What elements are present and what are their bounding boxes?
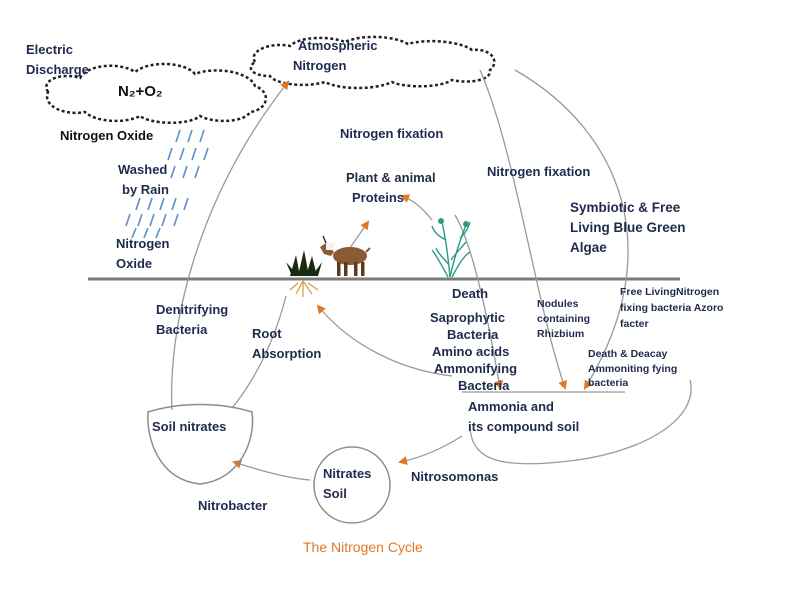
- label-death-decay: Death & Deacay: [588, 348, 668, 360]
- nitrobacter-path: [232, 459, 311, 481]
- label-electric: Electric: [26, 42, 73, 57]
- soil-nitrates-container: [147, 403, 254, 485]
- label-denitrifying-bacteria: Bacteria: [156, 322, 208, 337]
- label-nitrates: Nitrates: [323, 466, 372, 481]
- protein-arrow-plant: [400, 194, 433, 221]
- label-nitrates-soil: Soil: [323, 486, 347, 501]
- label-washed: Washed: [118, 162, 168, 177]
- label-ammonifying: Ammonifying: [434, 361, 518, 376]
- label-containing: containing: [537, 313, 591, 325]
- label-ammonia: Ammonia and: [468, 399, 554, 414]
- label-nitrosomonas: Nitrosomonas: [411, 469, 499, 484]
- goat-icon: [320, 235, 371, 276]
- label-decay-bacteria: bacteria: [588, 377, 629, 389]
- label-nitrogen-oxide-top: Nitrogen Oxide: [60, 128, 154, 143]
- roots-icon: [289, 280, 319, 297]
- label-absorption: Absorption: [252, 346, 322, 361]
- label-algae: Algae: [570, 240, 607, 255]
- label-soil-nitrates: Soil nitrates: [152, 419, 227, 434]
- label-ammoniting: Ammoniting fying: [588, 363, 678, 375]
- label-by-rain: by Rain: [122, 182, 169, 197]
- denitrification-path: [170, 80, 290, 411]
- cloud-icon: [45, 62, 267, 124]
- label-nitrogen-fixation-center: Nitrogen fixation: [340, 126, 444, 141]
- fixation-path-left: [479, 69, 568, 390]
- label-nitrogen-fixation-right: Nitrogen fixation: [487, 164, 591, 179]
- cloud-icon: [249, 35, 496, 90]
- grass-icon: [286, 250, 322, 276]
- label-facter: facter: [620, 318, 649, 330]
- label-amino-acids: Amino acids: [432, 344, 510, 359]
- label-compound-soil: its compound soil: [468, 419, 580, 434]
- root-uptake-path: [231, 295, 287, 409]
- fixation-path-right: [514, 69, 629, 390]
- label-nitrogen-oxide-low: Nitrogen: [116, 236, 170, 251]
- label-nodules: Nodules: [537, 298, 579, 310]
- label-denitrifying: Denitrifying: [156, 302, 229, 317]
- nitrates-soil-container: [313, 446, 391, 524]
- death-path: [454, 214, 504, 390]
- label-root: Root: [252, 326, 282, 341]
- label-proteins: Proteins: [352, 190, 405, 205]
- label-oxide-low: Oxide: [116, 256, 153, 271]
- label-fixing-bacteria: fixing bacteria Azoro: [620, 302, 724, 314]
- plant-icon: [431, 221, 471, 278]
- label-symbiotic: Symbiotic & Free: [570, 200, 681, 215]
- label-n2o2: N₂+O₂: [118, 83, 163, 100]
- label-saprophytic-bacteria: Bacteria: [447, 327, 499, 342]
- label-atmospheric: Atmospheric: [298, 38, 378, 53]
- label-discharge: Discharge: [26, 62, 89, 77]
- nitrosomonas-path: [398, 435, 463, 466]
- root-absorption-path: [316, 304, 453, 377]
- diagram-title: The Nitrogen Cycle: [303, 539, 423, 555]
- label-free-living: Free LivingNitrogen: [620, 286, 720, 298]
- label-death: Death: [452, 286, 489, 301]
- label-atmospheric-nitrogen: Nitrogen: [293, 58, 347, 73]
- label-living-blue-green: Living Blue Green: [570, 220, 686, 235]
- label-ammonifying-bacteria: Bacteria: [458, 378, 510, 393]
- label-nitrobacter: Nitrobacter: [198, 498, 268, 513]
- label-saprophytic: Saprophytic: [430, 310, 506, 325]
- ammonia-loop: [469, 379, 692, 465]
- rain-icon: [125, 129, 209, 239]
- label-rhizbium: Rhizbium: [537, 328, 585, 340]
- label-plant-animal: Plant & animal: [346, 170, 436, 185]
